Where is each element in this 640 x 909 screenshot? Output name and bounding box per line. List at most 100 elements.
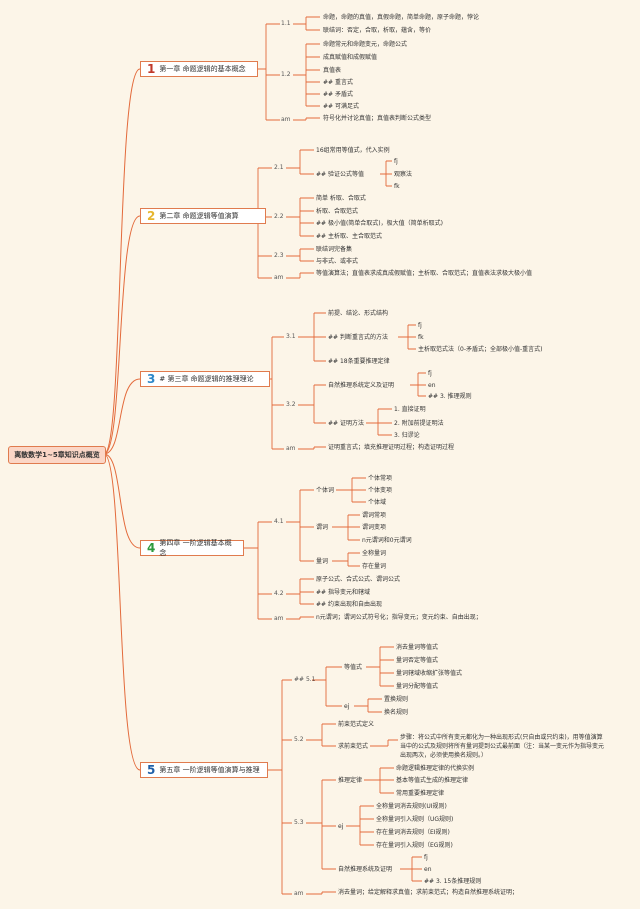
- leaf-text: 个体变项: [368, 487, 393, 494]
- leaf-text: 命题常元和命题变元，命题公式: [323, 41, 408, 48]
- am-label: am: [286, 445, 296, 452]
- connector: [286, 197, 314, 237]
- chapter-3-number: 3: [147, 372, 156, 386]
- connector: [244, 521, 272, 620]
- chapter-1-node[interactable]: 1 第一章 命题逻辑的基本概念: [140, 61, 258, 77]
- section-4-2-label: 4.2: [274, 590, 284, 597]
- connector: [336, 477, 366, 503]
- leaf-text: 命题逻辑推理定律的代换实例: [396, 765, 475, 772]
- leaf-text: 简单 析取、合取式: [316, 195, 366, 202]
- connector: [346, 805, 374, 846]
- leaf-text: ## 指导变元和辖域: [316, 589, 370, 596]
- section-2-2-label: 2.2: [274, 213, 284, 220]
- leaf-text: ## 3. 推理规则: [428, 393, 472, 400]
- leaf-text: 量词否定等值式: [396, 657, 439, 664]
- connector: [103, 215, 141, 455]
- chapter-4-title: 第四章 一阶逻辑基本概念: [159, 539, 232, 557]
- leaf-text: 前束范式定义: [338, 721, 375, 728]
- leaf-text: ## 矛盾式: [323, 91, 353, 98]
- leaf-text: en: [428, 382, 436, 389]
- leaf-text: ## 验证公式等值: [316, 171, 364, 178]
- leaf-text: 3. 归谬论: [394, 432, 420, 439]
- leaf-text: 消去量词等值式: [396, 644, 439, 651]
- connector: [286, 248, 314, 262]
- leaf-text: ## 18条重要推理定律: [328, 358, 390, 365]
- leaf-text: 与非式、或非式: [316, 258, 359, 265]
- leaf-text: fj: [424, 854, 428, 861]
- leaf-text: ## 约束出现和自由出现: [316, 601, 382, 608]
- leaf-text: ## 主析取、主合取范式: [316, 233, 382, 240]
- connector: [268, 679, 292, 895]
- section-1-1-label: 1.1: [281, 20, 291, 27]
- section-1-2-label: 1.2: [281, 71, 291, 78]
- connector: [354, 698, 382, 713]
- chapter-4-node[interactable]: 4 第四章 一阶逻辑基本概念: [140, 539, 244, 557]
- leaf-text: fj: [394, 158, 398, 165]
- leaf-text: 个体常项: [368, 475, 393, 482]
- connector: [398, 324, 416, 350]
- leaf-text: fj: [428, 370, 432, 377]
- leaf-text: ## 极小值(简单合取式)，极大值（简单析取式): [316, 220, 443, 227]
- leaf-text: 联结词：否定，合取，析取，蕴含，等价: [323, 27, 432, 34]
- leaf-text: 自然推理系统定义及证明: [328, 382, 395, 389]
- leaf-text: 存在量词消去规则（EI规则): [376, 829, 450, 836]
- connector: [103, 68, 141, 455]
- leaf-text: fk: [394, 183, 400, 190]
- connector: [366, 646, 394, 687]
- group-label: 个体词: [316, 487, 335, 494]
- leaf-text: 置换规则: [384, 696, 409, 703]
- leaf-text: 换名规则: [384, 709, 409, 716]
- leaf-text: fj: [418, 322, 422, 329]
- chapter-4-number: 4: [147, 541, 156, 555]
- leaf-text: 步骤：将公式中所有变元都化为一种出现形式(只自由或只约束)，用等值演算当中的公式…: [400, 734, 605, 759]
- chapter-2-number: 2: [147, 209, 156, 223]
- leaf-text: 前提、结论、形式结构: [328, 310, 389, 317]
- section-5-3-label: 5.3: [294, 819, 304, 826]
- connector: [306, 891, 336, 895]
- chapter-5-node[interactable]: 5 第五章 一阶逻辑等值演算与推理: [140, 762, 268, 778]
- connector: [293, 43, 320, 107]
- leaf-text: 量词分配等值式: [396, 683, 439, 690]
- connector: [332, 514, 360, 541]
- connector: [103, 378, 141, 455]
- connector: [410, 372, 426, 397]
- leaf-text: ## 可满足式: [323, 103, 359, 110]
- leaf-text: 主析取范式法（0-矛盾式；全部极小值-重言式): [418, 346, 543, 353]
- leaf-text: 2. 附加前提证明法: [394, 420, 444, 427]
- chapter-2-node[interactable]: 2 第二章 命题逻辑等值演算: [140, 208, 266, 224]
- leaf-text: fk: [418, 334, 424, 341]
- leaf-text: en: [424, 866, 432, 873]
- group-label: 自然推理系统及证明: [338, 866, 393, 873]
- chapter-3-node[interactable]: 3 # 第三章 命题逻辑的推理理论: [140, 371, 270, 387]
- leaf-text: 全称量词消去规则(UI规则): [376, 803, 447, 810]
- leaf-text: ## 重言式: [323, 79, 353, 86]
- connector: [306, 723, 336, 747]
- connector: [332, 552, 360, 567]
- group-label: 量词: [316, 558, 329, 565]
- connector: [298, 312, 326, 362]
- connector: [286, 489, 314, 562]
- leaf-text: n元谓词；谓词公式符号化；指导变元；变元约束、自由出现；: [316, 614, 482, 621]
- chapter-3-title: # 第三章 命题逻辑的推理理论: [159, 375, 254, 383]
- connector: [258, 23, 280, 121]
- leaf-text: 联结词完备集: [316, 246, 353, 253]
- root-node[interactable]: 离散数学1~5章知识点概览: [8, 446, 106, 464]
- leaf-text: 16组常用等值式，代入实例: [316, 147, 390, 154]
- chapter-5-number: 5: [147, 763, 156, 777]
- leaf-text: 个体域: [368, 499, 387, 506]
- leaf-text: 量词辖域收缩扩张等值式: [396, 670, 463, 677]
- leaf-text: ## 证明方法: [328, 420, 364, 427]
- section-4-1-label: 4.1: [274, 518, 284, 525]
- connector: [286, 272, 314, 279]
- connector: [286, 578, 314, 605]
- connector: [286, 149, 314, 175]
- leaf-text: 观察法: [394, 171, 413, 178]
- leaf-text: n元谓词和0元谓词: [362, 537, 412, 544]
- connector: [312, 666, 342, 707]
- section-2-1-label: 2.1: [274, 164, 284, 171]
- leaf-text: 真值表: [323, 67, 342, 74]
- leaf-text: ## 判断重言式的方法: [328, 334, 388, 341]
- chapter-1-number: 1: [147, 62, 156, 76]
- connector: [370, 739, 398, 747]
- connector: [286, 616, 314, 620]
